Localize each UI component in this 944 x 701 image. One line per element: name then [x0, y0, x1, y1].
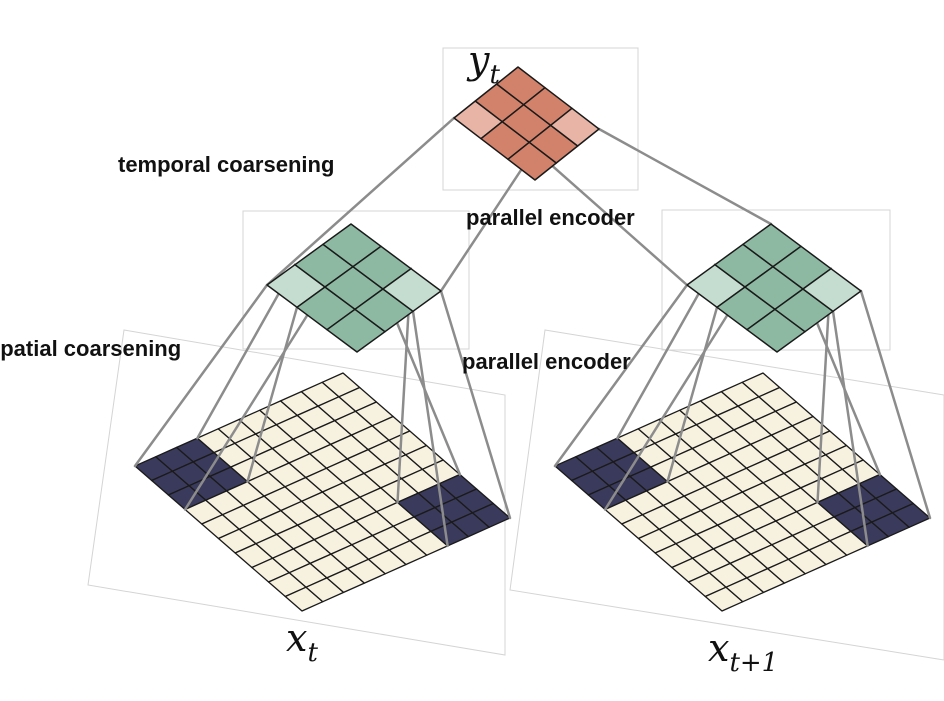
temporal-connector	[597, 127, 773, 226]
spatial-connector-left	[183, 285, 327, 511]
frame-box	[442, 47, 639, 191]
parallel-encoder-label-mid: parallel encoder	[462, 349, 631, 374]
temporal-connector	[265, 116, 456, 287]
spatial-connector-left	[439, 289, 512, 520]
spatial-connector-left	[411, 310, 449, 548]
spatial-coarsening-label: spatial coarsening	[0, 336, 182, 361]
frame-plane	[87, 329, 506, 656]
spatial-connector-right	[666, 306, 719, 483]
mid-cell-right	[802, 267, 862, 313]
x-t-plus-1-label: xt+1	[708, 626, 779, 678]
spatial-connector-left	[246, 306, 299, 483]
frame-plane	[509, 329, 944, 661]
mid-cell-left	[382, 267, 442, 313]
parallel-encoder-label-top: parallel encoder	[466, 205, 635, 230]
temporal-coarsening-label: temporal coarsening	[118, 152, 335, 177]
spatial-connector-right	[831, 310, 869, 548]
x-t-label: xt	[286, 616, 318, 668]
spatial-connector-right	[553, 283, 689, 468]
spatial-connector-left	[133, 283, 269, 468]
spatial-connector-right	[859, 289, 932, 520]
top-cell	[549, 107, 600, 147]
spatial-connector-right	[603, 285, 747, 511]
y-t-label: yt	[468, 38, 500, 90]
